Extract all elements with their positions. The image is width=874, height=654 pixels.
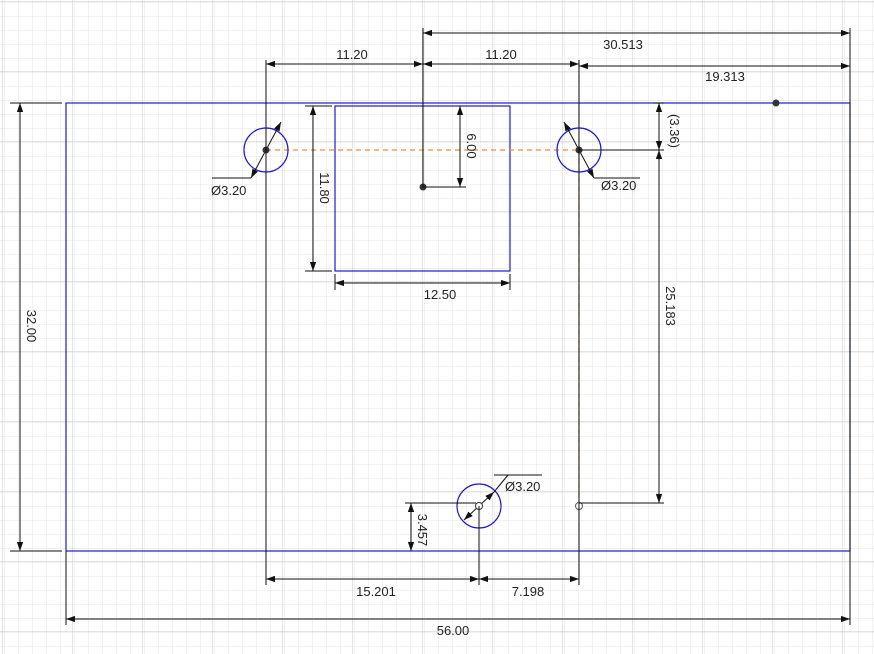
dim-text-56[interactable]: 56.00 (437, 623, 470, 638)
dim-text-25-183[interactable]: 25.183 (663, 286, 678, 326)
hole-left[interactable]: Ø3.20 (211, 121, 289, 198)
hole-bottom-label: Ø3.20 (505, 479, 540, 494)
dim-text-3-457[interactable]: 3.457 (415, 514, 430, 547)
hole-right-label: Ø3.20 (601, 178, 636, 193)
hole-bottom-leader-diag (493, 474, 509, 493)
dim-text-15-201[interactable]: 15.201 (356, 584, 396, 599)
dim-text-32[interactable]: 32.00 (24, 310, 39, 343)
dim-text-30-513[interactable]: 30.513 (603, 37, 643, 52)
extension-lines (10, 28, 851, 625)
dimension-lines (16, 29, 850, 623)
dim-text-3-36[interactable]: (3.36) (667, 114, 682, 148)
dim-text-19-313[interactable]: 19.313 (705, 69, 745, 84)
sketch-point-top-right[interactable] (772, 99, 780, 107)
dim-text-12-50[interactable]: 12.50 (424, 287, 457, 302)
dim-text-7-198[interactable]: 7.198 (512, 584, 545, 599)
dim-text-11-20-right[interactable]: 11.20 (485, 47, 517, 62)
dim-text-6-00[interactable]: 6.00 (464, 133, 479, 158)
dim-text-11-20-left[interactable]: 11.20 (336, 47, 368, 62)
dim-text-11-80[interactable]: 11.80 (317, 172, 332, 204)
hole-left-label: Ø3.20 (211, 183, 246, 198)
